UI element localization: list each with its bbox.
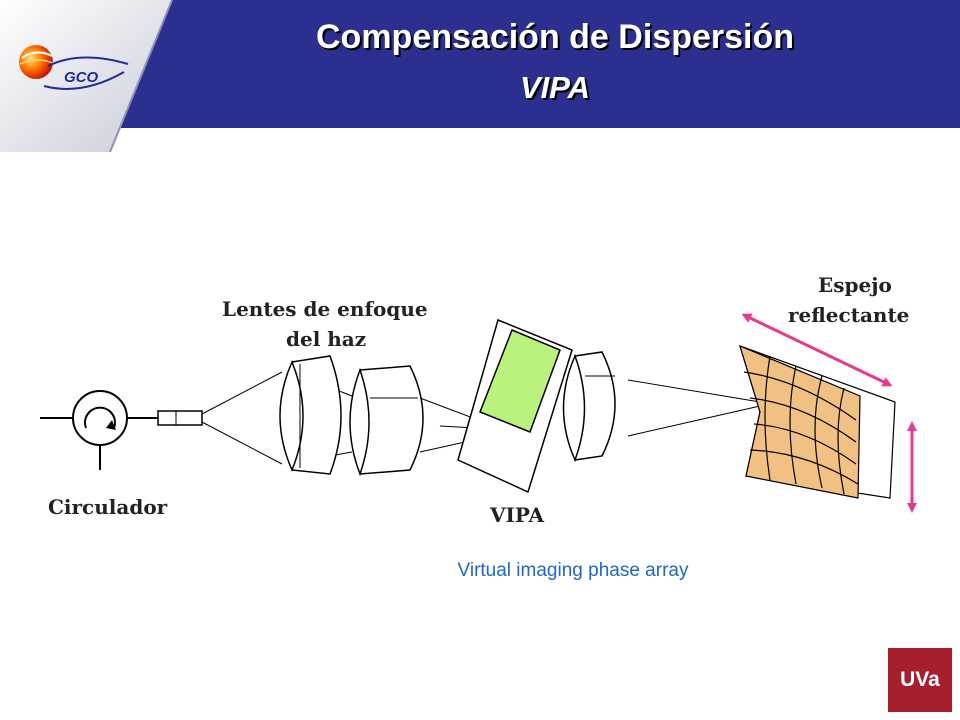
mirror-label-line2: reflectante [788, 303, 909, 327]
circulator-label: Circulador [48, 495, 168, 519]
output-beam [627, 379, 761, 437]
reflective-mirror [739, 344, 896, 499]
mirror-tilt-arrow [741, 313, 893, 387]
lenses-label-line2: del haz [286, 327, 366, 351]
vipa-plate [457, 318, 573, 494]
mirror-label-line1: Espejo [818, 273, 892, 297]
vipa-label: VIPA [489, 503, 544, 527]
uva-logo: UVa [888, 648, 952, 712]
gco-logo-text: GCO [64, 69, 99, 86]
focusing-lens-2 [349, 365, 424, 477]
vipa-caption: Virtual imaging phase array [457, 560, 689, 581]
header-background: GCO [0, 0, 960, 152]
gco-logo: GCO [19, 45, 129, 90]
collimating-lens [562, 351, 616, 463]
slide-title: Compensación de Dispersión [316, 18, 794, 56]
focusing-lens-1 [279, 355, 342, 475]
circulator-icon [72, 390, 158, 470]
slide-subtitle: VIPA [519, 70, 591, 105]
lenses-label-line1: Lentes de enfoque [222, 297, 428, 321]
collimator [157, 410, 203, 426]
header-banner: GCO Compensación de Dispersión VIPA [0, 0, 960, 152]
